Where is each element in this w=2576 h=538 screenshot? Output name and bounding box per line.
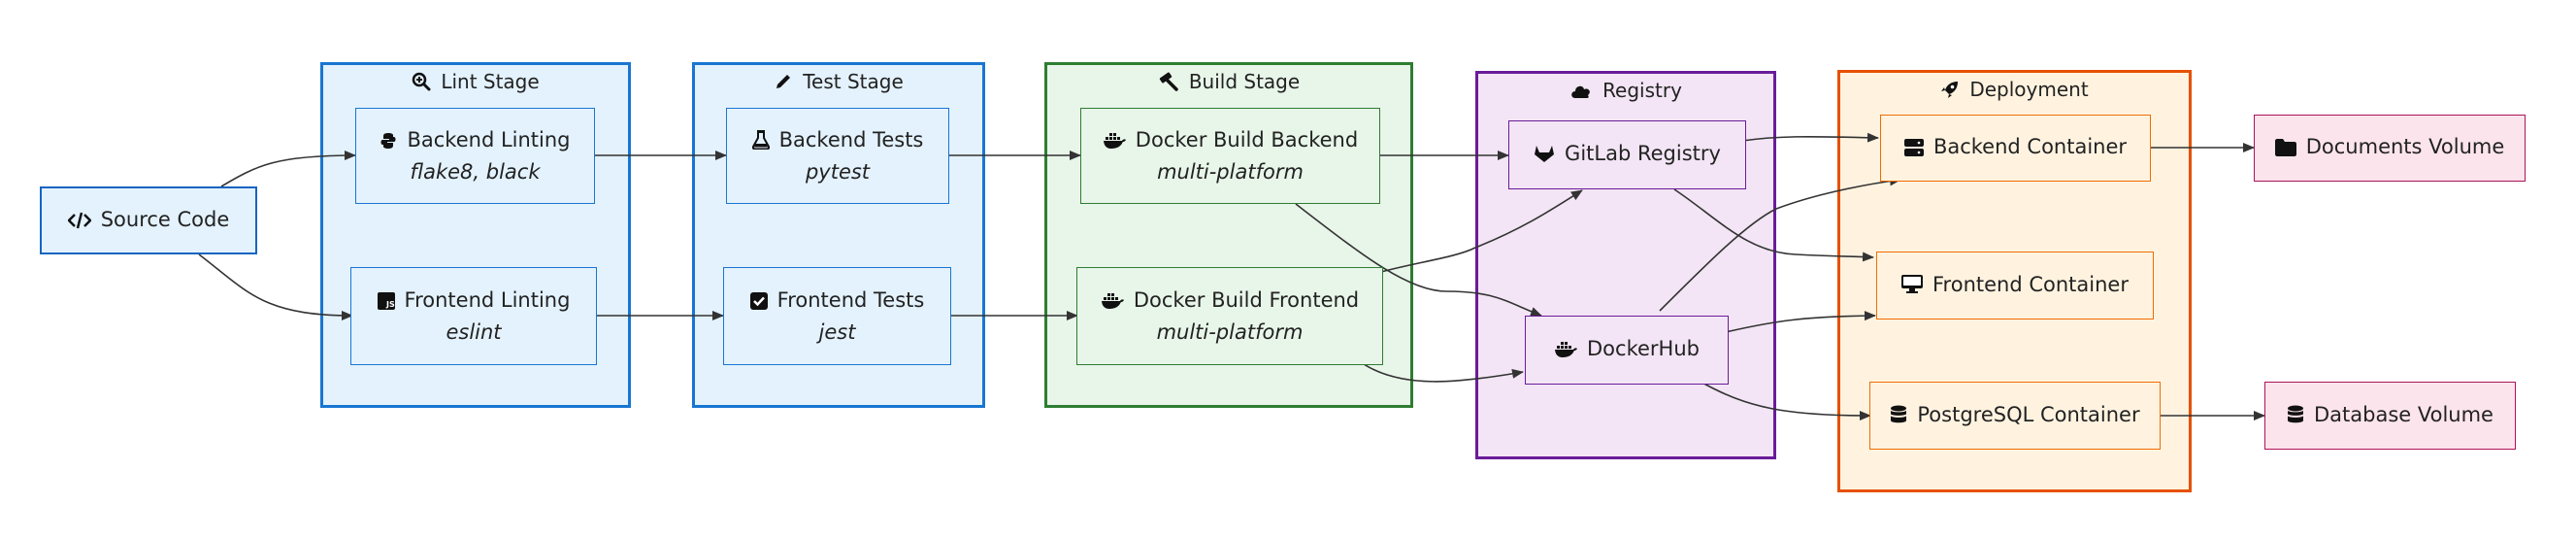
edge-docker-frontend-to-dockerhub: [1363, 363, 1524, 383]
build-stage-title: Build Stage: [1188, 70, 1301, 93]
gitlab-registry-node: GitLab Registry: [1508, 120, 1746, 189]
gitlab-icon: [1534, 142, 1555, 171]
dockerhub-node: DockerHub: [1525, 316, 1729, 385]
postgresql-container-label: PostgreSQL Container: [1917, 402, 2140, 426]
frontend-tests-tool: jest: [818, 320, 856, 344]
flask-icon: [751, 128, 770, 157]
cloud-icon: [1569, 81, 1593, 106]
docker-build-frontend-platform: multi-platform: [1156, 320, 1304, 344]
backend-tests-label: Backend Tests: [778, 128, 924, 151]
backend-tests-node: Backend Tests pytest: [726, 108, 949, 204]
check-square-icon: [749, 288, 768, 318]
lint-stage-title: Lint Stage: [441, 70, 540, 93]
database-icon: [1890, 403, 1907, 432]
docker-build-frontend-label: Docker Build Frontend: [1133, 288, 1360, 312]
edge-dockerhub-to-frontend-container: [1725, 311, 1876, 333]
server-icon: [1903, 135, 1924, 164]
edge-gitlab-to-backend-container: [1741, 132, 1879, 143]
desktop-icon: [1901, 273, 1923, 302]
edge-dockerhub-to-backend-container: [1659, 176, 1901, 312]
backend-container-node: Backend Container: [1880, 115, 2151, 182]
edge-docker-backend-to-dockerhub: [1295, 203, 1542, 317]
pen-icon: [774, 72, 793, 97]
svg-text:JS: JS: [385, 300, 395, 309]
frontend-linting-node: JS Frontend Linting eslint: [350, 267, 597, 365]
edge-source-to-frontend-lint: [198, 253, 353, 320]
docker-icon: [1554, 337, 1578, 366]
edge-dockerhub-to-postgres-container: [1700, 381, 1871, 420]
database-volume-node: Database Volume: [2264, 382, 2516, 450]
hammer-icon: [1158, 72, 1179, 97]
edge-gitlab-to-frontend-container: [1673, 188, 1874, 262]
frontend-linting-label: Frontend Linting: [404, 288, 571, 312]
code-icon: [66, 208, 92, 237]
docker-build-backend-label: Docker Build Backend: [1135, 128, 1359, 151]
frontend-tests-node: Frontend Tests jest: [723, 267, 951, 365]
docker-build-backend-node: Docker Build Backend multi-platform: [1080, 108, 1380, 204]
deployment-stage-title: Deployment: [1969, 78, 2089, 101]
js-icon: JS: [377, 288, 395, 318]
documents-volume-node: Documents Volume: [2254, 115, 2526, 182]
frontend-tests-label: Frontend Tests: [776, 288, 925, 312]
source-code-node: Source Code: [40, 186, 257, 254]
registry-stage-title: Registry: [1602, 79, 1682, 102]
rocket-icon: [1940, 80, 1960, 105]
python-icon: [380, 128, 397, 157]
docker-build-frontend-node: Docker Build Frontend multi-platform: [1076, 267, 1383, 365]
documents-volume-label: Documents Volume: [2305, 135, 2505, 158]
backend-linting-label: Backend Linting: [407, 128, 571, 151]
folder-icon: [2274, 135, 2296, 164]
docker-icon: [1103, 128, 1126, 157]
source-code-label: Source Code: [100, 207, 230, 231]
docker-icon: [1101, 288, 1124, 318]
backend-linting-node: Backend Linting flake8, black: [355, 108, 595, 204]
search-plus-icon: [412, 72, 431, 97]
backend-linting-tools: flake8, black: [410, 160, 541, 184]
frontend-linting-tools: eslint: [446, 320, 502, 344]
docker-build-backend-platform: multi-platform: [1157, 160, 1304, 184]
gitlab-registry-label: GitLab Registry: [1565, 142, 1721, 165]
frontend-container-node: Frontend Container: [1876, 252, 2154, 319]
backend-container-label: Backend Container: [1932, 135, 2128, 158]
postgresql-container-node: PostgreSQL Container: [1869, 382, 2161, 450]
test-stage-title: Test Stage: [803, 70, 904, 93]
backend-tests-tool: pytest: [805, 160, 871, 184]
edge-docker-frontend-to-gitlab: [1380, 189, 1583, 273]
edge-source-to-backend-lint: [220, 151, 356, 187]
database-icon: [2287, 403, 2304, 432]
frontend-container-label: Frontend Container: [1932, 272, 2129, 296]
database-volume-label: Database Volume: [2314, 402, 2493, 426]
dockerhub-label: DockerHub: [1587, 337, 1700, 360]
